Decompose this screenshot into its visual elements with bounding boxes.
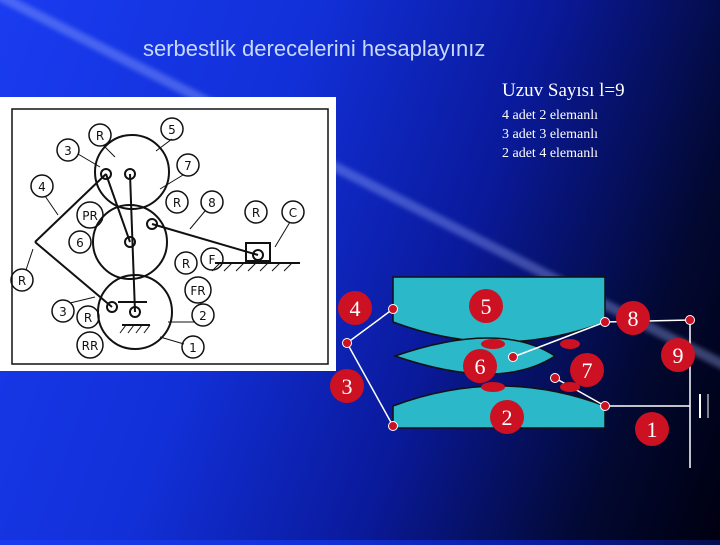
badge-2 bbox=[490, 400, 524, 434]
sketch-label: C bbox=[289, 206, 297, 220]
pin bbox=[106, 301, 118, 313]
link-4-line bbox=[346, 308, 394, 344]
badge-1 bbox=[635, 412, 669, 446]
link-8 bbox=[151, 223, 259, 256]
badge-label: 7 bbox=[582, 358, 593, 383]
link-6 bbox=[105, 173, 131, 243]
sketch-label: R bbox=[84, 311, 92, 325]
kinematic-diagram: 4 5 8 6 7 9 3 2 1 bbox=[330, 270, 720, 540]
badge-4 bbox=[338, 291, 372, 325]
badge-8 bbox=[616, 301, 650, 335]
sketch-label: R bbox=[18, 274, 26, 288]
link-4 bbox=[34, 173, 107, 243]
pin-joint bbox=[550, 373, 560, 383]
wheel-middle bbox=[92, 204, 168, 280]
sketch-label: R bbox=[182, 257, 190, 271]
sketch-label: F bbox=[209, 253, 216, 267]
sketch-label: 1 bbox=[189, 341, 197, 355]
sketch-label: 8 bbox=[208, 196, 216, 210]
joint-oval bbox=[481, 382, 505, 392]
link-type-line-3: 2 adet 4 elemanlı bbox=[502, 146, 599, 161]
badge-7 bbox=[570, 353, 604, 387]
wheel-top bbox=[94, 134, 170, 210]
pin-joint bbox=[388, 304, 398, 314]
badge-label: 6 bbox=[475, 354, 486, 379]
badge-6 bbox=[463, 349, 497, 383]
slider-block bbox=[245, 242, 271, 262]
badge-label: 3 bbox=[342, 374, 353, 399]
badge-label: 5 bbox=[481, 294, 492, 319]
badge-label: 8 bbox=[628, 306, 639, 331]
sketch-label: 4 bbox=[38, 180, 46, 194]
sketch-label: R bbox=[96, 129, 104, 143]
pin bbox=[124, 236, 136, 248]
link-count: Uzuv Sayısı l=9 bbox=[502, 80, 625, 101]
link-type-line-2: 3 adet 3 elemanlı bbox=[502, 127, 599, 142]
link-3 bbox=[34, 241, 113, 308]
link-3-line bbox=[346, 342, 394, 427]
sketch-frame bbox=[11, 108, 329, 365]
sketch-label: R bbox=[173, 196, 181, 210]
joint-oval bbox=[560, 339, 580, 349]
badge-label: 4 bbox=[350, 296, 361, 321]
sketch-label: 2 bbox=[199, 309, 207, 323]
link-7-line-b bbox=[554, 377, 606, 407]
sketch-label: 3 bbox=[59, 305, 67, 319]
link-vertical bbox=[129, 173, 136, 313]
sketch-label: FR bbox=[190, 284, 205, 298]
badge-9 bbox=[661, 338, 695, 372]
pin bbox=[100, 168, 112, 180]
sketch-label: 3 bbox=[64, 144, 72, 158]
sketch-label: RR bbox=[82, 339, 99, 353]
badge-label: 2 bbox=[502, 405, 513, 430]
pin-joint bbox=[685, 315, 695, 325]
badge-label: 9 bbox=[673, 343, 684, 368]
pin-joint bbox=[508, 352, 518, 362]
pin-joint bbox=[600, 401, 610, 411]
sketch-label: PR bbox=[82, 209, 98, 223]
sketch-label: R bbox=[252, 206, 260, 220]
sketch-label: 6 bbox=[76, 236, 84, 250]
sketch-label: 7 bbox=[184, 159, 192, 173]
slide-title: serbestlik derecelerini hesaplayınız bbox=[143, 36, 486, 61]
pin-joint bbox=[342, 338, 352, 348]
badge-5 bbox=[469, 289, 503, 323]
pin bbox=[146, 218, 158, 230]
pin-joint bbox=[600, 317, 610, 327]
joint-oval bbox=[560, 382, 580, 392]
sketch-label: 5 bbox=[168, 123, 176, 137]
joint-oval bbox=[481, 339, 505, 349]
badge-label: 1 bbox=[647, 417, 658, 442]
link-7-line-a bbox=[512, 321, 606, 358]
badge-3 bbox=[330, 369, 364, 403]
mechanism-sketch: R 5 3 7 4 R 8 R C PR 6 R F R FR 3 R 2 RR… bbox=[0, 97, 336, 371]
pin-joint bbox=[388, 421, 398, 431]
link-type-line-1: 4 adet 2 elemanlı bbox=[502, 108, 599, 123]
